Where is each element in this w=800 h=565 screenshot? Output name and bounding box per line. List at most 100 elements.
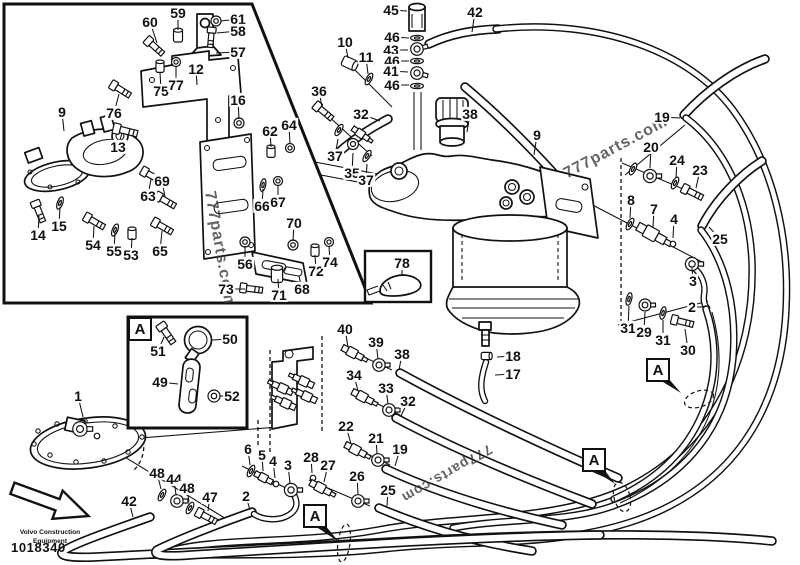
callout-48: 48 <box>178 479 196 496</box>
callout-46: 46 <box>383 28 401 45</box>
callout-57: 57 <box>229 43 247 60</box>
callout-67: 67 <box>269 193 287 210</box>
callout-2: 2 <box>687 298 697 315</box>
callout-5: 5 <box>257 446 267 463</box>
callout-51: 51 <box>149 342 167 359</box>
callout-6: 6 <box>243 440 253 457</box>
callout-50: 50 <box>221 330 239 347</box>
brand-name: Volvo Construction Equipment <box>8 529 92 546</box>
callout-66: 66 <box>253 197 271 214</box>
callout-60: 60 <box>141 13 159 30</box>
callout-65: 65 <box>151 242 169 259</box>
callout-18: 18 <box>504 347 522 364</box>
callout-62: 62 <box>261 122 279 139</box>
callout-36: 36 <box>310 82 328 99</box>
callout-20: 20 <box>642 138 660 155</box>
callout-2: 2 <box>241 487 251 504</box>
callout-46: 46 <box>383 76 401 93</box>
callout-31: 31 <box>619 319 637 336</box>
callout-56: 56 <box>236 255 254 272</box>
callout-49: 49 <box>151 373 169 390</box>
callout-48: 48 <box>148 464 166 481</box>
callout-24: 24 <box>668 151 686 168</box>
callout-33: 33 <box>377 379 395 396</box>
callout-10: 10 <box>336 33 354 50</box>
callout-38: 38 <box>393 345 411 362</box>
callout-55: 55 <box>105 242 123 259</box>
callout-37: 37 <box>357 171 375 188</box>
callout-21: 21 <box>367 429 385 446</box>
callout-39: 39 <box>367 333 385 350</box>
direction-arrow <box>8 481 92 521</box>
callout-32: 32 <box>399 392 417 409</box>
callout-1: 1 <box>73 387 83 404</box>
callout-8: 8 <box>626 191 636 208</box>
callout-76: 76 <box>105 104 123 121</box>
callout-30: 30 <box>679 341 697 358</box>
callout-37: 37 <box>326 147 344 164</box>
callout-12: 12 <box>187 60 205 77</box>
callout-14: 14 <box>29 226 47 243</box>
callout-22: 22 <box>337 417 355 434</box>
callout-32: 32 <box>352 105 370 122</box>
callout-38: 38 <box>461 105 479 122</box>
callout-9: 9 <box>57 103 67 120</box>
callout-78: 78 <box>393 254 411 271</box>
callout-63: 63 <box>139 187 157 204</box>
callout-27: 27 <box>319 456 337 473</box>
callout-4: 4 <box>669 210 679 227</box>
callout-4: 4 <box>268 452 278 469</box>
callout-31: 31 <box>654 331 672 348</box>
callout-75: 75 <box>152 82 170 99</box>
callout-34: 34 <box>345 366 363 383</box>
callout-15: 15 <box>50 217 68 234</box>
callout-64: 64 <box>280 116 298 133</box>
callout-7: 7 <box>649 200 659 217</box>
callout-70: 70 <box>285 214 303 231</box>
brand-line2: Equipment <box>32 537 68 545</box>
callout-23: 23 <box>691 161 709 178</box>
callout-71: 71 <box>270 286 288 303</box>
detail-marker-A: A <box>128 317 152 341</box>
callout-19: 19 <box>653 108 671 125</box>
hardware-parts <box>30 16 704 526</box>
callout-29: 29 <box>635 323 653 340</box>
callout-11: 11 <box>357 48 375 65</box>
callout-25: 25 <box>379 481 397 498</box>
callout-47: 47 <box>201 488 219 505</box>
callout-13: 13 <box>109 138 127 155</box>
callout-54: 54 <box>84 236 102 253</box>
detail-marker-A: A <box>303 504 327 528</box>
callout-35: 35 <box>343 164 361 181</box>
callout-52: 52 <box>223 387 241 404</box>
callout-72: 72 <box>307 262 325 279</box>
brand-line1: Volvo Construction <box>19 529 81 536</box>
callout-3: 3 <box>688 272 698 289</box>
callout-42: 42 <box>120 492 138 509</box>
callout-25: 25 <box>711 230 729 247</box>
callout-17: 17 <box>504 365 522 382</box>
callout-45: 45 <box>382 1 400 18</box>
callout-53: 53 <box>122 246 140 263</box>
callout-28: 28 <box>302 448 320 465</box>
callout-26: 26 <box>348 467 366 484</box>
callout-69: 69 <box>153 172 171 189</box>
callout-43: 43 <box>382 41 400 58</box>
callout-41: 41 <box>382 62 400 79</box>
callout-9: 9 <box>532 126 542 143</box>
callout-77: 77 <box>167 76 185 93</box>
callout-19: 19 <box>391 440 409 457</box>
callout-73: 73 <box>217 280 235 297</box>
detail-marker-A: A <box>646 358 670 382</box>
callout-68: 68 <box>293 280 311 297</box>
callout-74: 74 <box>321 253 339 270</box>
part-number: 1018340 <box>11 540 66 555</box>
detail-marker-A: A <box>582 448 606 472</box>
callout-3: 3 <box>283 456 293 473</box>
callout-61: 61 <box>229 10 247 27</box>
callout-59: 59 <box>169 4 187 21</box>
callout-42: 42 <box>466 3 484 20</box>
callout-16: 16 <box>229 91 247 108</box>
